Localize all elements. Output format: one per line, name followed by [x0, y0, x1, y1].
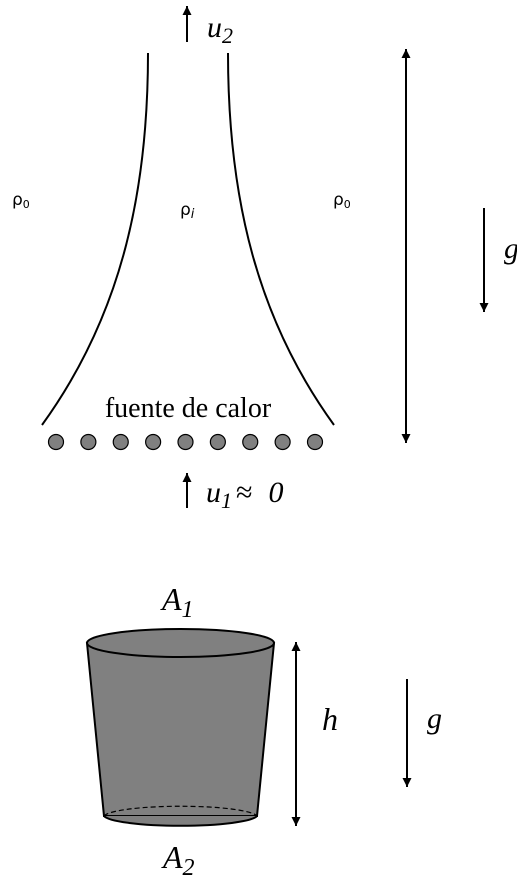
outlet-velocity-label: u2 — [207, 11, 233, 48]
heat-source-label: fuente de calor — [105, 393, 272, 424]
heat-source-row — [47, 433, 324, 451]
heat-source-dot — [306, 433, 324, 451]
plume-boundary-left — [41, 52, 149, 426]
ambient-density-left-label: ρ0 — [12, 190, 30, 211]
ambient-density-right-label: ρ0 — [333, 190, 351, 211]
container-body — [85, 642, 276, 817]
heat-source-dot — [177, 433, 194, 451]
interior-density-label: ρi — [180, 200, 195, 222]
container-bottom-back-edge — [103, 805, 258, 817]
heat-source-dot — [47, 433, 65, 451]
top-area-label: A1 — [160, 581, 194, 623]
height-label: h — [322, 701, 338, 737]
heat-source-dot — [209, 433, 226, 451]
plume-boundary-right — [227, 52, 335, 426]
container-diagram: A1 h g A2 — [85, 581, 442, 880]
plume-diagram: u2 ρ0 ρi ρ0 fuente de calor u1≈0 g — [12, 6, 517, 513]
container-gravity-label: g — [427, 702, 442, 735]
plume-gravity-label: g — [504, 232, 517, 265]
heat-source-dot — [242, 433, 259, 451]
heat-source-dot — [145, 433, 162, 451]
inlet-velocity-label: u1≈0 — [206, 476, 283, 513]
heat-source-dot — [80, 433, 97, 451]
container-top-surface — [86, 628, 275, 658]
heat-source-dot — [112, 433, 129, 451]
heat-source-dot — [274, 433, 291, 451]
container-bottom-front-edge — [103, 815, 258, 827]
bottom-area-label: A2 — [161, 839, 195, 880]
